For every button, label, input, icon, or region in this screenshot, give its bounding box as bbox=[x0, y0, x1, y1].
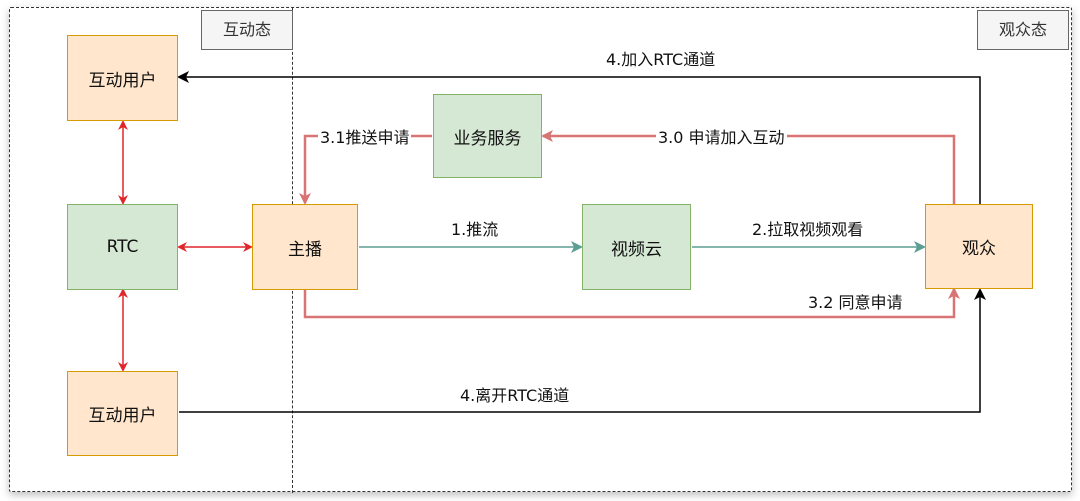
label-agree-request: 3.2 同意申请 bbox=[808, 293, 903, 312]
edge-agree-request bbox=[303, 287, 960, 319]
node-business-service: 业务服务 bbox=[433, 94, 542, 178]
label-join-rtc: 4.加入RTC通道 bbox=[604, 50, 718, 70]
label-apply-join: 3.0 申请加入互动 bbox=[656, 128, 787, 148]
node-rtc: RTC bbox=[67, 204, 178, 290]
label-push-stream: 1.推流 bbox=[451, 220, 499, 239]
node-interactive-user-bottom: 互动用户 bbox=[67, 371, 178, 456]
label-leave-rtc: 4.离开RTC通道 bbox=[460, 386, 570, 405]
edge-join-rtc bbox=[177, 71, 981, 204]
edge-leave-rtc bbox=[179, 288, 986, 413]
node-interactive-user-top: 互动用户 bbox=[67, 35, 178, 121]
zone-label-interactive: 互动态 bbox=[201, 10, 293, 50]
zone-label-audience: 观众态 bbox=[977, 10, 1069, 50]
label-pull-watch: 2.拉取视频观看 bbox=[752, 220, 864, 239]
node-host: 主播 bbox=[252, 204, 358, 290]
node-video-cloud: 视频云 bbox=[582, 204, 691, 290]
label-push-request: 3.1推送申请 bbox=[318, 128, 412, 148]
node-audience: 观众 bbox=[925, 204, 1033, 289]
